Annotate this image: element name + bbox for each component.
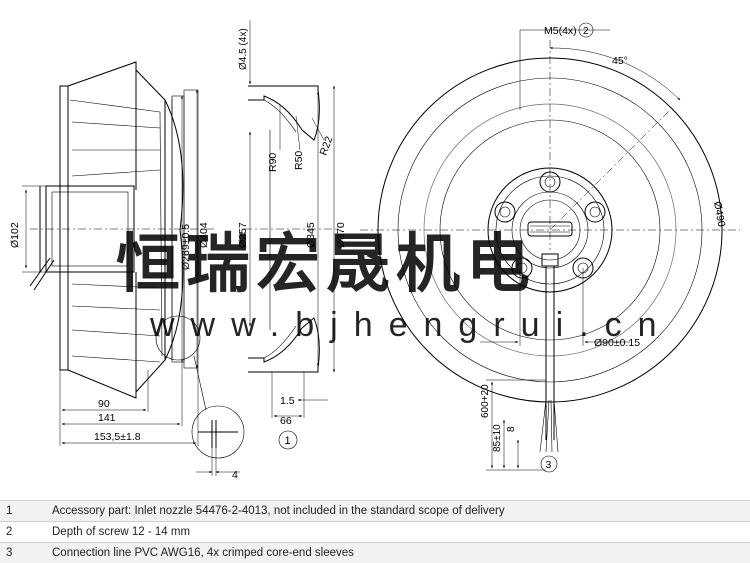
watermark-cn: 恒瑞宏晟机电 (116, 228, 536, 300)
dim-r90: R90 (267, 153, 279, 172)
note-text: Depth of screw 12 - 14 mm (52, 526, 191, 538)
dim-len141: 141 (98, 412, 116, 424)
notes-table: 1 Accessory part: Inlet nozzle 54476-2-40… (0, 500, 750, 563)
thread-label: M5(4x) (544, 25, 577, 37)
front-view: M5(4x) 2 45° Ø490 Ø90±0.15 600+20 85±10 … (360, 22, 740, 473)
note-row: 2 Depth of screw 12 - 14 mm (0, 521, 750, 542)
note-number: 2 (6, 526, 13, 538)
callout-3: 3 (546, 459, 552, 471)
dim-r50: R50 (293, 151, 305, 170)
callout-1: 1 (285, 435, 291, 447)
dim-cable-len: 600+20 (480, 384, 491, 418)
dim-len90: 90 (98, 398, 110, 410)
dim-d404: Ø404 (198, 222, 210, 248)
dim-len8: 8 (506, 426, 517, 432)
callout-2: 2 (583, 26, 589, 37)
dim-d490: Ø490 (711, 200, 727, 228)
dim-d370: Ø370 (335, 222, 347, 248)
nozzle-section: Ø4.5 (4x) Ø257 Ø345 Ø370 R90 R50 R22 1.5… (237, 20, 347, 450)
watermark-url: www.bjhengrui.cn (149, 306, 672, 344)
technical-drawing: Ø102 Ø269±0.5 Ø404 90 141 153,5±1.8 4 (9, 20, 740, 481)
dim-d345: Ø345 (305, 222, 317, 248)
note-number: 3 (6, 547, 13, 559)
dim-d269: Ø269±0.5 (180, 224, 192, 270)
dim-r22: R22 (318, 135, 336, 157)
dim-len85: 85±10 (492, 424, 503, 452)
dim-d90: Ø90±0.15 (594, 337, 640, 349)
dim-len66: 66 (280, 415, 292, 427)
dim-d102: Ø102 (9, 222, 21, 248)
note-row: 3 Connection line PVC AWG16, 4x crimped c… (0, 542, 750, 563)
dim-len153: 153,5±1.8 (94, 431, 141, 443)
angle-45: 45° (612, 55, 628, 67)
watermark: 恒瑞宏晟机电 www.bjhengrui.cn (116, 228, 672, 344)
dim-d257: Ø257 (237, 222, 249, 248)
note-text: Connection line PVC AWG16, 4x crimped co… (52, 547, 354, 559)
note-row: 1 Accessory part: Inlet nozzle 54476-2-40… (0, 500, 750, 521)
dim-len4: 4 (232, 469, 238, 481)
dim-len15: 1.5 (280, 395, 295, 407)
note-text: Accessory part: Inlet nozzle 54476-2-401… (52, 505, 505, 517)
side-view: Ø102 Ø269±0.5 Ø404 90 141 153,5±1.8 4 (9, 61, 245, 481)
dim-d45: Ø4.5 (4x) (238, 28, 249, 70)
note-number: 1 (6, 505, 13, 517)
